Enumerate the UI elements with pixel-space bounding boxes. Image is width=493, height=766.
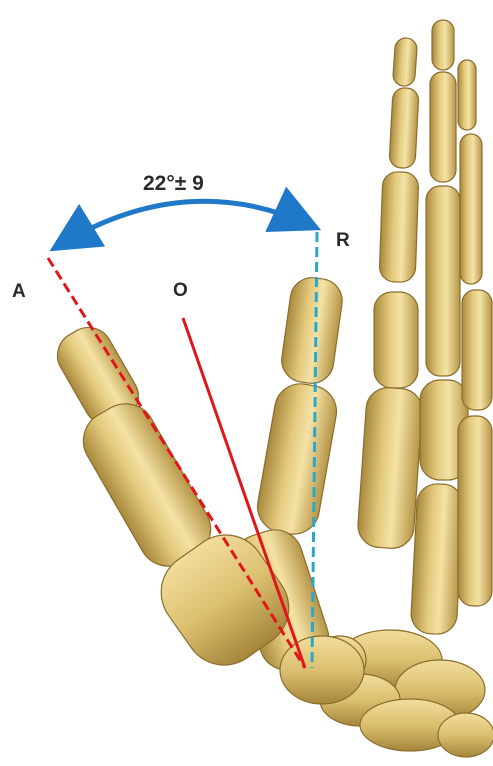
- angle-label: 22°± 9: [143, 173, 204, 194]
- angle-arc-arrow: [58, 201, 312, 246]
- axis-r-label: R: [336, 231, 350, 250]
- axis-a-label: A: [12, 282, 26, 301]
- axis-o-label: O: [173, 281, 188, 300]
- ring-finger: [458, 60, 492, 606]
- index-finger: [356, 37, 423, 549]
- other-fingers: [356, 20, 492, 635]
